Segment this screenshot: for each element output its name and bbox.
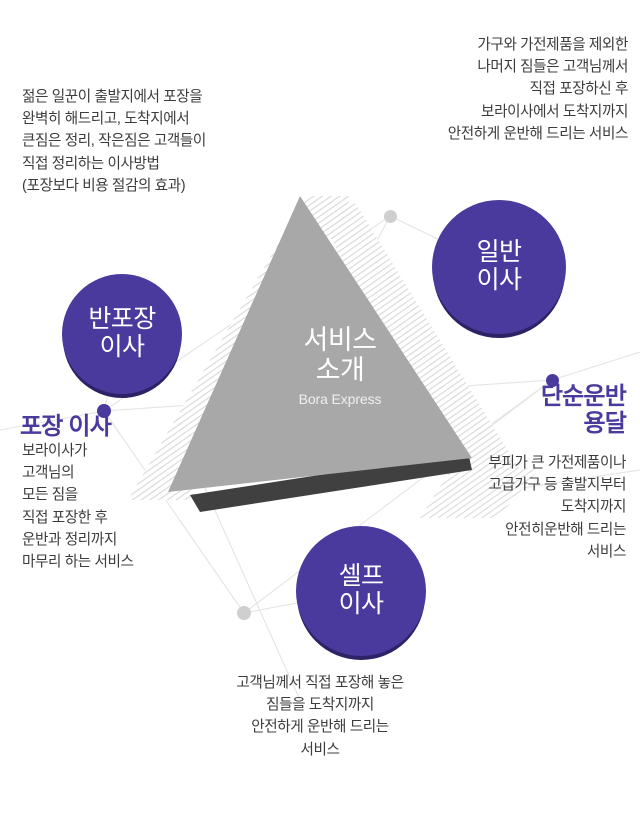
service-heading-dansun: 단순운반 용달 <box>540 383 627 437</box>
service-circle-ilban[interactable]: 일반 이사 <box>432 200 566 334</box>
service-description-ilban: 가구와 가전제품을 제외한 나머지 짐들은 고객님께서 직접 포장하신 후 보라… <box>447 37 629 142</box>
service-heading-pojang: 포장 이사 <box>20 413 112 440</box>
service-circle-banpojang-label: 반포장 이사 <box>88 304 156 362</box>
center-caption: 서비스 소개 Bora Express <box>248 325 432 408</box>
service-circle-banpojang[interactable]: 반포장 이사 <box>62 274 182 394</box>
service-description-banpojang: 젊은 일꾼이 출발지에서 포장을 완벽히 해드리고, 도착지에서 큰짐은 정리,… <box>22 89 206 194</box>
service-description-self: 고객님께서 직접 포장해 놓은 짐들을 도착지까지 안전하게 운반해 드리는 서… <box>236 675 404 758</box>
node-dot-dansun <box>546 374 559 387</box>
service-circle-self[interactable]: 셀프 이사 <box>296 526 426 656</box>
center-title: 서비스 소개 <box>303 325 377 385</box>
node-dot-bottom <box>237 606 251 620</box>
service-description-pojang: 보라이사가 고객님의 모든 짐을 직접 포장한 후 운반과 정리까지 마무리 하… <box>22 443 134 570</box>
service-circle-ilban-label: 일반 이사 <box>476 237 522 295</box>
node-dot-pojang <box>97 404 111 418</box>
service-circle-self-label: 셀프 이사 <box>338 561 384 619</box>
center-subtitle: Bora Express <box>298 391 382 408</box>
node-dot-top <box>384 210 397 223</box>
service-description-dansun: 부피가 큰 가전제품이나 고급가구 등 출발지부터 도착지까지 안전히운반해 드… <box>488 455 626 560</box>
